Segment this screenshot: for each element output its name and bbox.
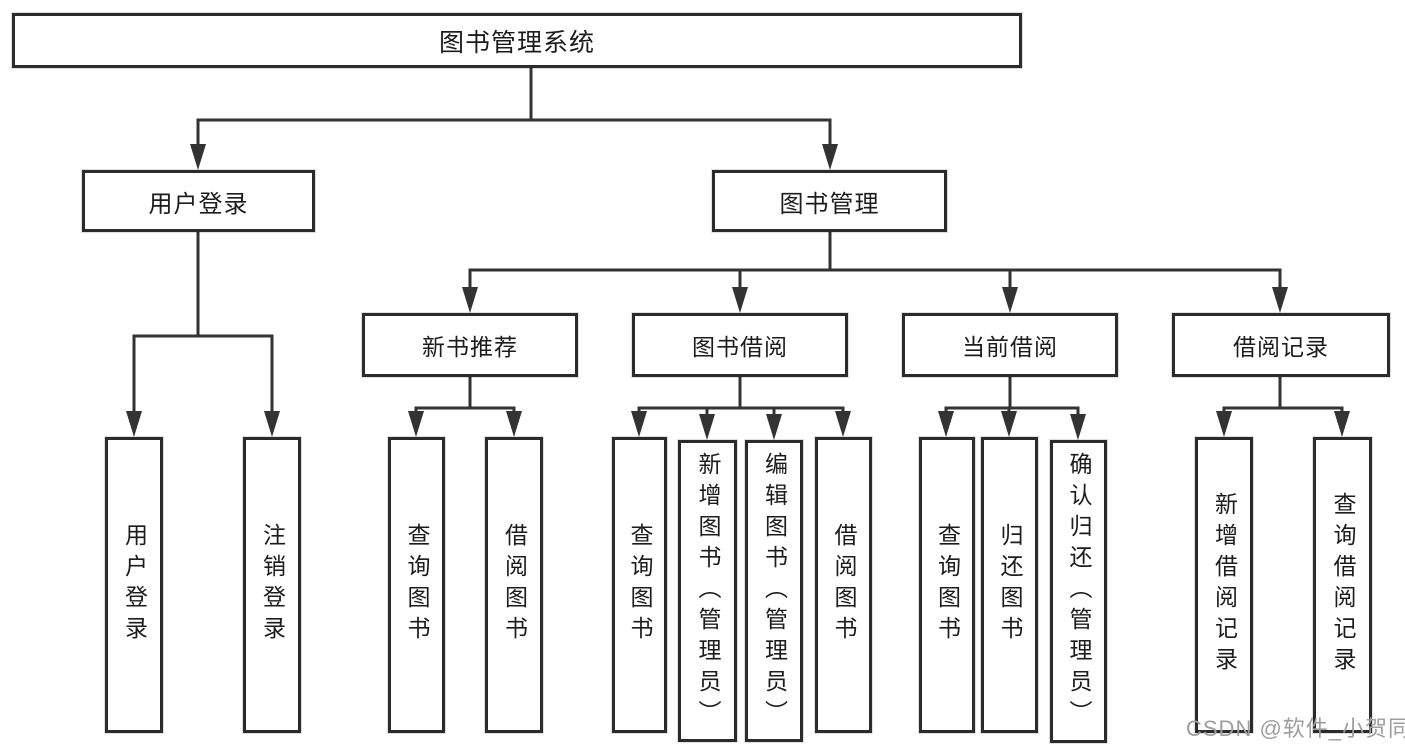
leaf-query-books-borrow: 查询图书 [612,437,667,733]
leaf-query-books-recommend: 查询图书 [388,437,445,733]
leaf-add-borrow-record: 新增借阅记录 [1195,437,1253,733]
leaf-edit-book-admin: 编辑图书（管理员） [745,440,803,742]
leaf-query-books-current: 查询图书 [919,437,975,733]
node-new-book-recommend: 新书推荐 [362,313,578,377]
leaf-confirm-return-admin: 确认归还（管理员） [1050,440,1107,743]
leaf-logout: 注销登录 [243,437,301,733]
leaf-borrow-books-borrow: 借阅图书 [815,437,872,733]
node-book-management: 图书管理 [712,170,947,232]
node-user-login: 用户登录 [82,170,315,232]
node-current-borrow: 当前借阅 [902,313,1118,377]
leaf-add-book-admin: 新增图书（管理员） [678,440,737,742]
csdn-watermark: CSDN @软件_小贺同学 [1186,716,1405,741]
node-root-system: 图书管理系统 [12,13,1022,68]
node-borrow-records: 借阅记录 [1172,313,1390,377]
leaf-query-borrow-record: 查询借阅记录 [1313,437,1372,733]
node-book-borrow: 图书借阅 [632,313,848,377]
leaf-user-login: 用户登录 [105,437,163,733]
leaf-return-books: 归还图书 [981,437,1038,733]
leaf-borrow-books-recommend: 借阅图书 [485,437,543,733]
